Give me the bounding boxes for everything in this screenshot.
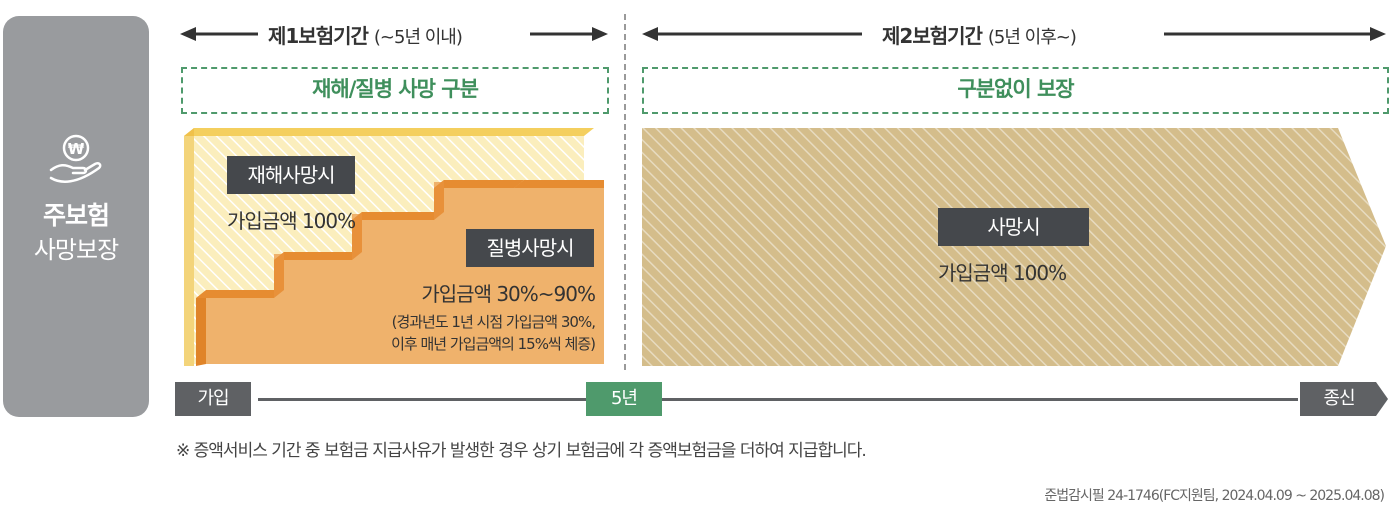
timeline-start: 가입 (175, 382, 251, 416)
accident-amount: 가입금액 100% (227, 209, 356, 233)
period-divider (624, 14, 626, 370)
period2-box: 구분없이 보장 (642, 67, 1389, 114)
timeline-end-shape (1300, 382, 1388, 416)
disease-amount: 가입금액 30%~90% (421, 282, 596, 306)
death-amount: 가입금액 100% (938, 261, 1067, 285)
approval-number: 준법감시필 24-1746(FC지원팀, 2024.04.09 ~ 2025.0… (1044, 488, 1385, 504)
sidebar-subtitle: 사망보장 (33, 236, 119, 264)
death-label: 사망시 (938, 208, 1089, 246)
sidebar-panel (3, 16, 149, 417)
timeline-line (258, 398, 1298, 401)
svg-text:₩: ₩ (68, 140, 85, 158)
period1-box: 재해/질병 사망 구분 (181, 67, 609, 114)
period2-coverage-arrow (642, 128, 1386, 366)
disease-note-1: (경과년도 1년 시점 가입금액 30%, (391, 313, 596, 331)
footnote: ※ 증액서비스 기간 중 보험금 지급사유가 발생한 경우 상기 보험금에 각 … (176, 441, 867, 461)
timeline-end: 종신 (1323, 388, 1355, 409)
disease-note-2: 이후 매년 가입금액의 15%씩 체증) (391, 335, 596, 353)
period2-label: 제2보험기간 (5년 이후~) (882, 24, 1077, 48)
period1-arrow (180, 27, 608, 41)
hand-coin-icon: ₩ (49, 134, 102, 183)
sidebar-title: 주보험 (42, 201, 110, 230)
timeline-5year: 5년 (586, 382, 662, 416)
period2-arrow (642, 27, 1386, 41)
period1-label: 제1보험기간 (~5년 이내) (268, 24, 463, 48)
accident-death-label: 재해사망시 (227, 156, 355, 194)
disease-death-label: 질병사망시 (466, 229, 594, 267)
